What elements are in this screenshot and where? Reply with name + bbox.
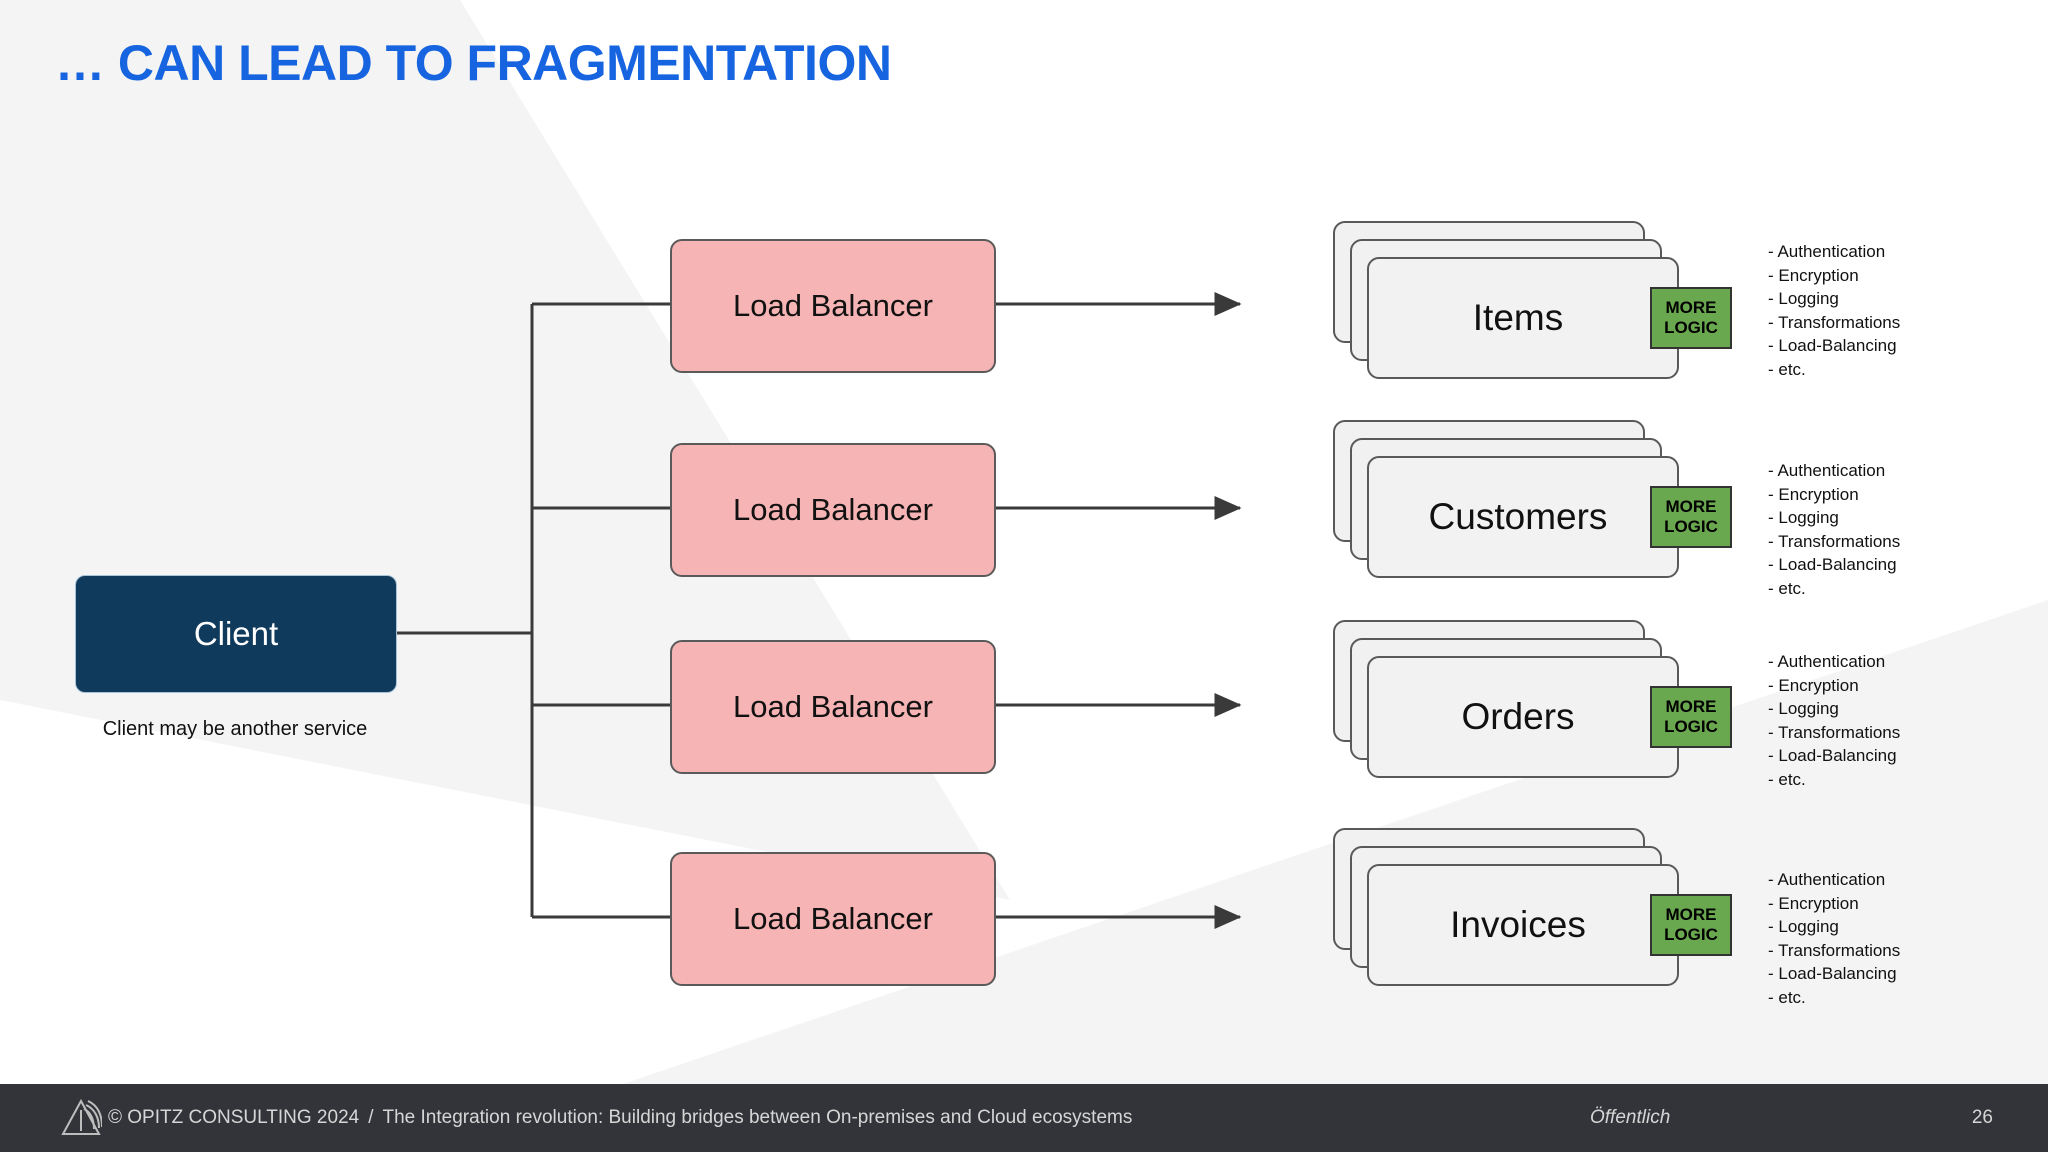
capability-item: - Logging bbox=[1768, 508, 1839, 527]
load-balancer-label: Load Balancer bbox=[733, 288, 933, 323]
capability-item: - Encryption bbox=[1768, 675, 1859, 695]
more-logic-line-1: MORE bbox=[1665, 697, 1717, 717]
capability-list-items: - Authentication - Encryption - Logging … bbox=[1768, 240, 1900, 381]
more-logic-badge-orders[interactable]: MORE LOGIC bbox=[1650, 686, 1732, 748]
load-balancer-node-3[interactable]: Load Balancer bbox=[670, 640, 996, 774]
capability-item: - Authentication bbox=[1768, 242, 1886, 261]
client-caption: Client may be another service bbox=[102, 718, 368, 740]
capability-item: - Encryption bbox=[1768, 265, 1859, 285]
capability-item: - Encryption bbox=[1768, 484, 1859, 504]
capability-item: - Encryption bbox=[1768, 893, 1859, 913]
footer-copyright: © OPITZ CONSULTING 2024 bbox=[108, 1107, 360, 1128]
more-logic-line-2: LOGIC bbox=[1664, 925, 1718, 944]
capability-item: - etc. bbox=[1768, 359, 1806, 379]
capability-list-invoices: - Authentication - Encryption - Logging … bbox=[1768, 868, 1900, 1009]
capability-list-customers: - Authentication - Encryption - Logging … bbox=[1768, 459, 1900, 600]
more-logic-line-1: MORE bbox=[1665, 298, 1717, 318]
load-balancer-label: Load Balancer bbox=[733, 901, 933, 936]
service-stack-invoices[interactable]: Invoices bbox=[1333, 828, 1679, 988]
more-logic-line-2: LOGIC bbox=[1664, 717, 1718, 736]
service-stack-label: Items bbox=[1472, 297, 1564, 338]
capability-item: - Logging bbox=[1768, 289, 1839, 308]
capability-item: - Transformations bbox=[1768, 312, 1901, 332]
capability-item: - etc. bbox=[1768, 578, 1806, 598]
capability-item: - Transformations bbox=[1768, 531, 1901, 551]
capability-item: - Load-Balancing bbox=[1768, 336, 1897, 355]
service-card-front bbox=[1367, 257, 1679, 379]
service-stack-customers[interactable]: Customers bbox=[1333, 420, 1679, 580]
more-logic-line-1: MORE bbox=[1665, 905, 1717, 925]
capability-item: - Load-Balancing bbox=[1768, 555, 1897, 574]
capability-item: - etc. bbox=[1768, 769, 1806, 789]
load-balancer-label: Load Balancer bbox=[733, 689, 933, 724]
more-logic-line-2: LOGIC bbox=[1664, 318, 1718, 337]
capability-item: - Logging bbox=[1768, 699, 1839, 718]
footer-text: © OPITZ CONSULTING 2024 / The Integratio… bbox=[108, 1084, 1132, 1152]
more-logic-line-2: LOGIC bbox=[1664, 517, 1718, 536]
footer-classification: Öffentlich bbox=[1590, 1107, 1671, 1128]
footer-subtitle: The Integration revolution: Building bri… bbox=[382, 1107, 1133, 1128]
capability-item: - Load-Balancing bbox=[1768, 964, 1897, 983]
capability-item: - Load-Balancing bbox=[1768, 746, 1897, 765]
load-balancer-node-4[interactable]: Load Balancer bbox=[670, 852, 996, 986]
footer-separator: / bbox=[368, 1107, 374, 1128]
service-stack-orders[interactable]: Orders bbox=[1333, 620, 1679, 780]
footer-page-number: 26 bbox=[1971, 1107, 1993, 1128]
service-stack-items[interactable]: Items bbox=[1333, 221, 1679, 381]
capability-item: - Authentication bbox=[1768, 461, 1886, 480]
service-stack-label: Invoices bbox=[1450, 904, 1586, 945]
opitz-consulting-logo-icon bbox=[61, 1098, 102, 1135]
slide-footer: © OPITZ CONSULTING 2024 / The Integratio… bbox=[0, 1084, 2048, 1152]
client-node[interactable]: Client bbox=[75, 575, 397, 693]
capability-item: - Logging bbox=[1768, 917, 1839, 936]
capability-item: - etc. bbox=[1768, 987, 1806, 1007]
load-balancer-node-1[interactable]: Load Balancer bbox=[670, 239, 996, 373]
more-logic-badge-invoices[interactable]: MORE LOGIC bbox=[1650, 894, 1732, 956]
capability-item: - Transformations bbox=[1768, 940, 1901, 960]
capability-item: - Transformations bbox=[1768, 722, 1901, 742]
service-stack-label: Customers bbox=[1428, 496, 1608, 537]
more-logic-badge-items[interactable]: MORE LOGIC bbox=[1650, 287, 1732, 349]
capability-item: - Authentication bbox=[1768, 870, 1886, 889]
service-stack-label: Orders bbox=[1461, 696, 1575, 737]
more-logic-line-1: MORE bbox=[1665, 497, 1717, 517]
more-logic-badge-customers[interactable]: MORE LOGIC bbox=[1650, 486, 1732, 548]
capability-item: - Authentication bbox=[1768, 652, 1886, 671]
capability-list-orders: - Authentication - Encryption - Logging … bbox=[1768, 650, 1900, 791]
load-balancer-label: Load Balancer bbox=[733, 492, 933, 527]
load-balancer-node-2[interactable]: Load Balancer bbox=[670, 443, 996, 577]
page-title: … CAN LEAD TO FRAGMENTATION bbox=[55, 35, 892, 91]
client-node-label: Client bbox=[193, 615, 279, 652]
